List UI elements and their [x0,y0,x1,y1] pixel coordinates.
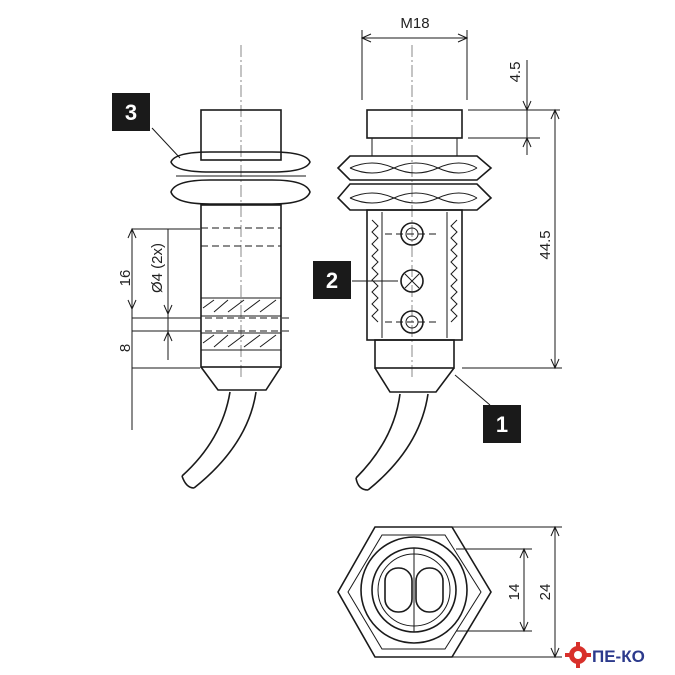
thread-label: M18 [400,15,429,32]
company-logo: ПЕ-КО [565,642,645,668]
logo-text: ПЕ-КО [592,647,645,666]
hole-span-label: 16 [117,270,134,287]
callout-1-label: 1 [496,412,508,437]
callout-2-label: 2 [326,268,338,293]
top-offset-label: 4.5 [507,62,524,83]
across-flats-label: 24 [537,584,554,601]
hole-offset-label: 8 [117,344,134,352]
callout-3-label: 3 [125,100,137,125]
callout-2: 2 [313,261,351,299]
lens-width-label: 14 [506,584,523,601]
gear-icon [565,642,591,668]
front-view: M18 4. [336,15,562,491]
callout-1: 1 [483,405,521,443]
end-view: 24 14 [337,525,562,659]
body-length-label: 44.5 [537,230,554,259]
callout-3: 3 [112,93,150,131]
hole-dia-label: Ø4 (2x) [149,243,166,293]
left-side-view: 16 Ø4 (2x) 8 [117,45,311,489]
